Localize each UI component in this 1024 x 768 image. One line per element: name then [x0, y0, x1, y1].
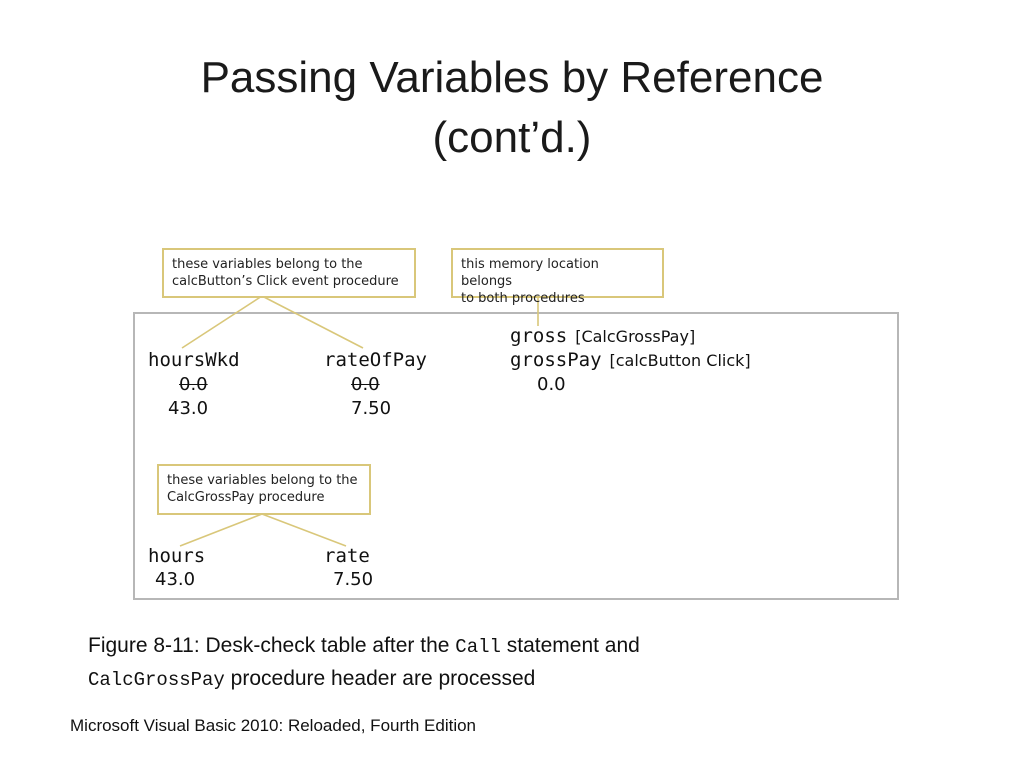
desk-check-table [133, 312, 899, 600]
var-rateofpay-old-value: 0.0 [351, 374, 380, 395]
slide-title: Passing Variables by Reference (cont’d.) [0, 48, 1024, 168]
var-gross-row: gross [CalcGrossPay] [510, 324, 695, 349]
caption-text-2: statement and [500, 634, 640, 657]
var-hours-value: 43.0 [155, 569, 196, 590]
connector-hours [179, 513, 263, 547]
caption-text-3: procedure header are processed [224, 667, 536, 690]
var-grosspay-row: grossPay [calcButton Click] [510, 348, 751, 373]
var-hourswkd-name: hoursWkd [148, 349, 240, 371]
callout-shared-memory: this memory location belongs to both pro… [451, 248, 664, 306]
var-hourswkd-value: 43.0 [168, 398, 209, 419]
connector-rateofpay [261, 295, 364, 349]
caption-code-calcgrosspay: CalcGrossPay [88, 669, 225, 691]
var-rateofpay-value: 7.50 [351, 398, 392, 419]
callout-calcgrosspay-variables: these variables belong to the CalcGrossP… [157, 464, 371, 515]
connector-rate [261, 513, 347, 547]
connector-hourswkd [181, 295, 263, 349]
var-grosspay-procedure-tag: [calcButton Click] [609, 351, 751, 370]
var-gross-procedure-tag: [CalcGrossPay] [575, 327, 696, 346]
var-grosspay-name: grossPay [510, 349, 602, 371]
caption-text-1: Figure 8-11: Desk-check table after the [88, 634, 456, 657]
var-rate-value: 7.50 [333, 569, 374, 590]
var-rate-name: rate [324, 545, 370, 567]
var-hours-name: hours [148, 545, 206, 567]
var-hourswkd-old-value: 0.0 [179, 374, 208, 395]
slide-title-line-2: (cont’d.) [432, 113, 592, 162]
slide-footer: Microsoft Visual Basic 2010: Reloaded, F… [70, 716, 477, 735]
callout-calcbutton-variables: these variables belong to the calcButton… [162, 248, 416, 298]
var-grosspay-value: 0.0 [537, 374, 566, 395]
caption-code-call: Call [455, 636, 501, 658]
figure-caption: Figure 8-11: Desk-check table after the … [88, 630, 968, 696]
var-gross-name: gross [510, 325, 568, 347]
var-rateofpay-name: rateOfPay [324, 349, 427, 371]
slide-title-line-1: Passing Variables by Reference [200, 53, 824, 102]
